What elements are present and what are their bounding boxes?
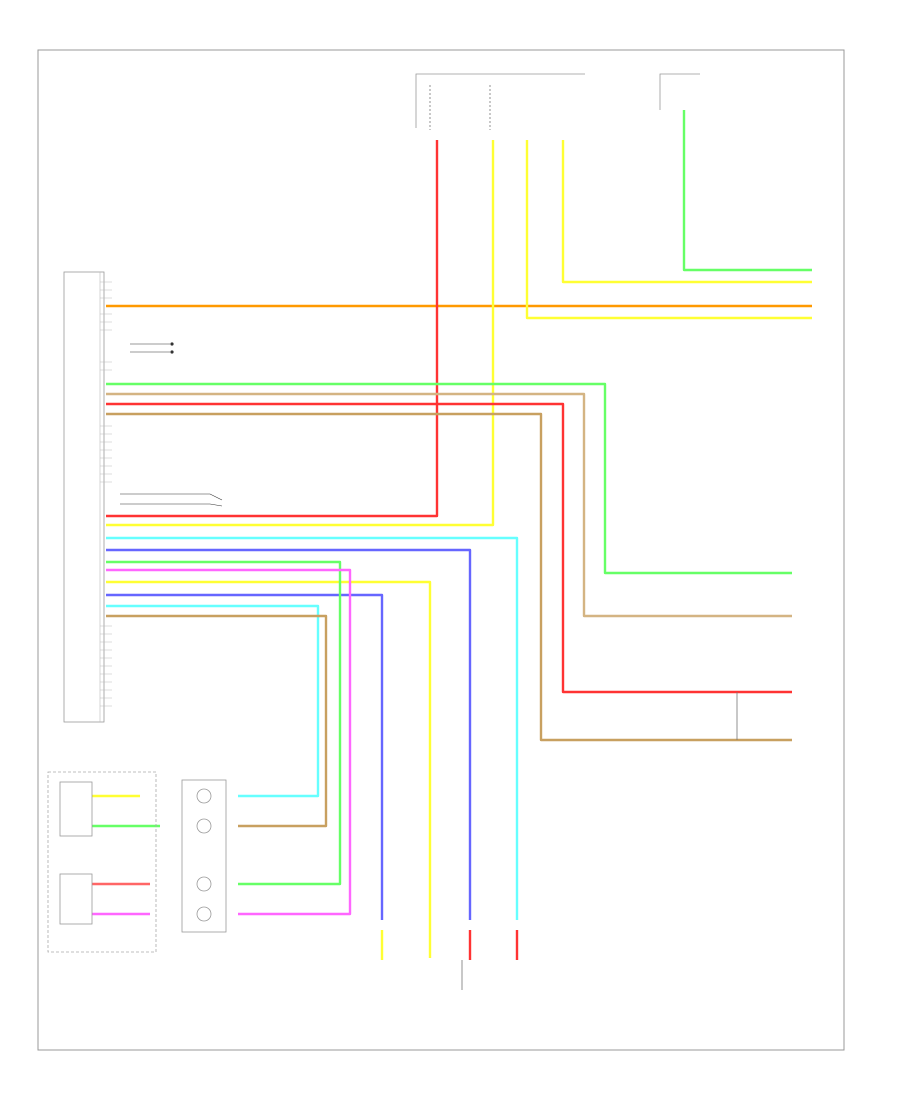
wire-blue-2	[106, 593, 384, 920]
wires	[92, 110, 812, 960]
wire-green-bottom	[106, 560, 342, 886]
fuse-box-right	[659, 73, 700, 110]
leader-lines	[120, 343, 223, 507]
wire-yellow-top	[561, 140, 812, 284]
wire-cyan-1	[106, 536, 519, 920]
wire-green-top	[682, 110, 812, 272]
wire-brown-bottom	[106, 614, 328, 828]
ground-dot-1	[170, 342, 174, 346]
wire-cyan-2	[106, 604, 320, 798]
wire-green-right	[106, 382, 792, 575]
wire-blue-1	[106, 548, 472, 920]
wire-tan-right	[106, 392, 792, 618]
wire-pink	[106, 568, 352, 916]
bottom-middle-connector	[181, 779, 227, 933]
bottom-left-module	[47, 771, 157, 953]
main-connector	[63, 271, 105, 723]
wire-yellow-top-2	[525, 140, 812, 320]
fuse-box-left	[415, 73, 585, 130]
ground-dot-2	[170, 350, 174, 354]
wire-yellow-vertical	[106, 140, 495, 527]
wire-brown-right	[106, 412, 792, 742]
connector-pins	[100, 281, 112, 707]
wire-yellow-bottom	[106, 580, 432, 958]
diagram-frame	[37, 49, 845, 1051]
wire-red-right	[106, 402, 792, 694]
wire-red-vertical	[106, 140, 439, 518]
